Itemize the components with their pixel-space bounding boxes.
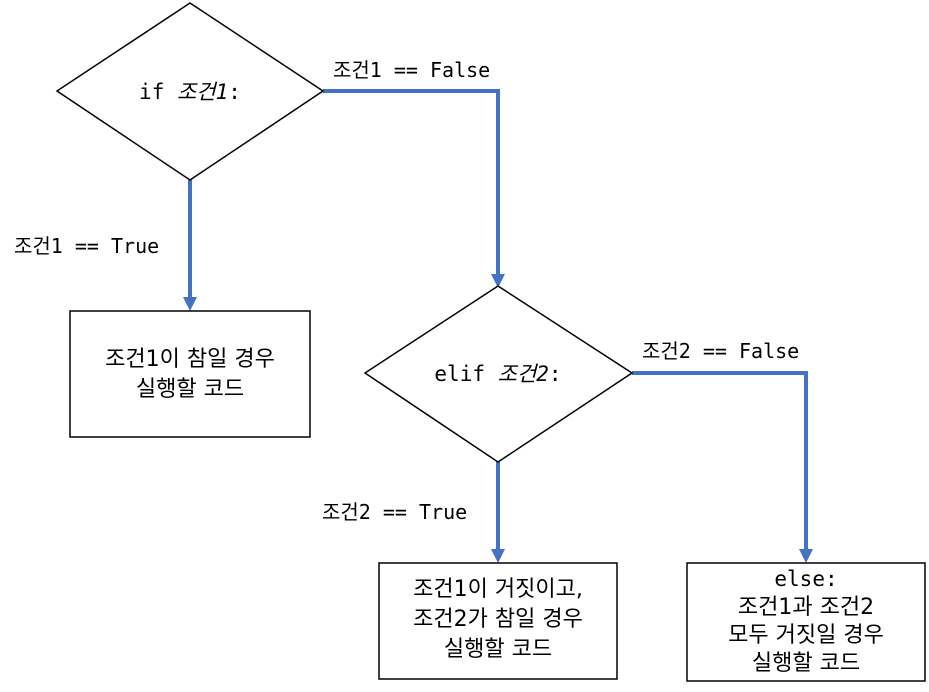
arrowhead-cond2-false (799, 549, 813, 563)
decision-if: if 조건1: (55, 2, 325, 181)
box-else-body-keyword: else: (774, 567, 837, 591)
arrowhead-cond1-false (491, 274, 505, 288)
decision-if-diamond (55, 2, 325, 181)
box-if-body-line-2: 실행할 코드 (136, 377, 244, 402)
edge-label-cond1-false: 조건1 == False (333, 58, 490, 82)
box-else-body-line-3: 실행할 코드 (752, 651, 860, 676)
decision-elif-text: elif 조건2: (434, 362, 561, 386)
arrowhead-cond2-true (491, 549, 505, 563)
edge-label-cond1-true: 조건1 == True (14, 234, 159, 258)
connector-cond2-false (632, 371, 808, 551)
box-elif-body-rect (378, 562, 618, 680)
edge-label-cond2-false: 조건2 == False (642, 339, 799, 363)
decision-elif: elif 조건2: (363, 285, 634, 463)
decision-if-suffix: : (228, 80, 241, 104)
decision-if-keyword: if (139, 80, 177, 104)
arrowhead-cond1-true (183, 297, 197, 311)
box-else-body-rect (686, 562, 926, 682)
box-if-body-rect (69, 310, 311, 438)
connector-cond1-false (323, 89, 500, 276)
box-elif-body: 조건1이 거짓이고, 조건2가 참일 경우 실행할 코드 (378, 562, 618, 680)
box-if-body: 조건1이 참일 경우 실행할 코드 (69, 310, 311, 438)
decision-elif-suffix: : (549, 362, 562, 386)
decision-elif-condition: 조건2 (498, 362, 549, 386)
box-elif-body-line-2: 조건2가 참일 경우 (413, 607, 583, 632)
box-elif-body-line-3: 실행할 코드 (444, 637, 552, 662)
decision-if-text: if 조건1: (139, 80, 241, 104)
box-else-body: else: 조건1과 조건2 모두 거짓일 경우 실행할 코드 (686, 562, 926, 682)
box-else-body-line-2: 모두 거짓일 경우 (728, 623, 884, 648)
edge-labels: 조건1 == False 조건1 == True 조건2 == False 조건… (14, 58, 799, 524)
decision-elif-keyword: elif (434, 362, 497, 386)
decision-elif-diamond (363, 285, 634, 463)
box-elif-body-line-1: 조건1이 거짓이고, (413, 577, 583, 602)
decision-if-condition: 조건1 (177, 80, 228, 104)
box-else-body-line-1: 조건1과 조건2 (738, 595, 874, 620)
box-if-body-line-1: 조건1이 참일 경우 (105, 347, 275, 372)
edge-label-cond2-true: 조건2 == True (322, 500, 467, 524)
connectors (183, 89, 813, 563)
